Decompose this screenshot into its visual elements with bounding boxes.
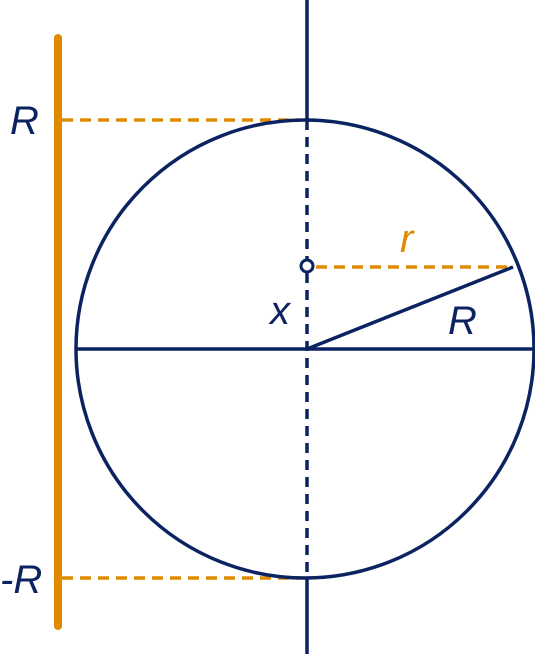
- sphere-radius-line: [306, 265, 514, 351]
- bottom-bound-label: -R: [0, 558, 42, 602]
- height-label: x: [268, 289, 292, 333]
- sphere-radius-label: R: [448, 299, 477, 343]
- slice-center-point: [299, 258, 315, 274]
- top-bound-label: R: [10, 99, 39, 143]
- slice-radius-label: r: [400, 217, 415, 261]
